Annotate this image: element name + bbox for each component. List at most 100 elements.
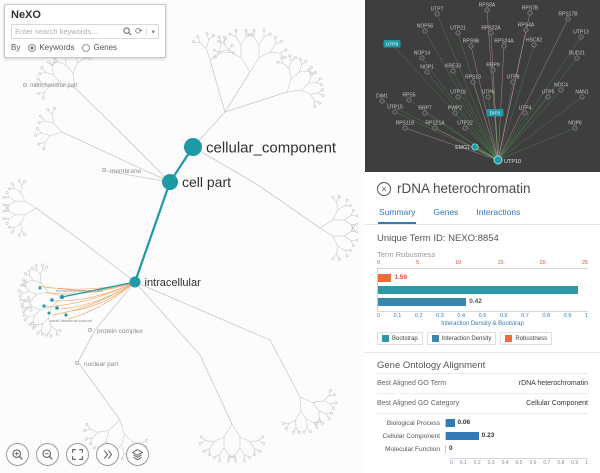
term-node-cellular-component[interactable] (184, 138, 202, 156)
gene-node-noc4[interactable] (558, 87, 564, 93)
tab-summary[interactable]: Summary (378, 203, 417, 224)
gene-node-hsc82[interactable] (531, 42, 537, 48)
gene-node-utp5[interactable] (545, 94, 551, 100)
term-node[interactable] (75, 360, 80, 365)
gene-node-rps22a[interactable] (488, 30, 494, 36)
gene-node-rps21a[interactable] (432, 125, 438, 131)
gene-node-utp7[interactable] (434, 11, 440, 17)
radio-genes[interactable]: Genes (82, 43, 117, 52)
tree-leaf (23, 233, 27, 237)
selected-subtree-node[interactable] (64, 313, 68, 317)
legend-item-robustness[interactable]: Robustness (500, 332, 553, 345)
tree-leaf (355, 230, 359, 234)
gene-node-rps24a[interactable] (501, 43, 507, 49)
gene-node-rps11b[interactable] (402, 125, 408, 131)
expand-all-button[interactable] (96, 443, 119, 466)
selected-subtree-node[interactable] (59, 294, 65, 300)
gene-node-rps8a[interactable] (484, 7, 490, 13)
selected-subtree-node[interactable] (50, 298, 54, 302)
fit-view-button[interactable] (66, 443, 89, 466)
gene-node-utp10[interactable] (493, 155, 503, 165)
gene-node-kre33[interactable] (450, 68, 456, 74)
gene-node-utp18[interactable] (455, 94, 461, 100)
gene-node-rps9b[interactable] (468, 43, 474, 49)
tree-leaf (20, 302, 24, 306)
tree-leaf (291, 431, 295, 435)
gene-node-rps13[interactable] (470, 79, 476, 85)
gene-node-utp15[interactable] (392, 109, 398, 115)
search-icon[interactable] (123, 27, 132, 36)
tree-branch (72, 62, 78, 74)
selected-subtree-node[interactable] (47, 311, 51, 315)
gene-node-nan1[interactable] (579, 94, 585, 100)
gene-node-nop6[interactable] (572, 125, 578, 131)
tree-branch (14, 188, 21, 193)
tab-interactions[interactable]: Interactions (476, 207, 521, 217)
gene-node-rps5[interactable] (406, 97, 412, 103)
gene-node-utp13[interactable] (578, 34, 584, 40)
tree-branch (235, 36, 242, 46)
interaction-edge (424, 30, 499, 161)
term-label: membrane (110, 168, 141, 175)
layers-button[interactable] (126, 443, 149, 466)
tree-leaf (217, 35, 221, 39)
gene-node-utp21[interactable] (455, 30, 461, 36)
tree-branch (288, 61, 292, 69)
gene-node-rrp9[interactable] (490, 67, 496, 73)
gene-node-rps4a[interactable] (523, 27, 529, 33)
term-title: rDNA heterochromatin (397, 181, 531, 196)
axis-tick: 15 (497, 260, 504, 266)
radio-keywords[interactable]: Keywords (28, 43, 74, 52)
tree-leaf (276, 60, 280, 64)
gene-node-nop14[interactable] (419, 55, 425, 61)
legend-item-interaction-density[interactable]: Interaction Density (426, 332, 497, 345)
tree-leaf (18, 294, 22, 298)
tree-branch (295, 410, 301, 421)
gene-node-label: UTP22 (457, 121, 473, 127)
search-options-caret-icon[interactable]: ▾ (146, 27, 155, 36)
alignment-label: Best Aligned GO Category (377, 400, 460, 407)
gene-node-nop56[interactable] (422, 28, 428, 34)
selected-subtree-node[interactable] (55, 306, 59, 310)
gene-node-nop1[interactable] (424, 69, 430, 75)
gene-node-dip2[interactable] (486, 109, 504, 117)
selected-subtree-node[interactable] (42, 304, 46, 308)
tree-leaf (334, 401, 338, 405)
gene-node-bud21[interactable] (574, 55, 580, 61)
axis-tick: 0.4 (457, 312, 466, 319)
gene-node-rps17b[interactable] (565, 16, 571, 22)
term-node[interactable] (102, 168, 107, 173)
gene-node-utp4[interactable] (522, 110, 528, 116)
gene-node-label: RPS8A (479, 3, 496, 9)
tree-leaf (288, 54, 292, 58)
gene-node-utp6[interactable] (485, 94, 491, 100)
tab-genes[interactable]: Genes (433, 207, 459, 217)
search-input[interactable] (15, 27, 120, 36)
tree-leaf (36, 92, 40, 95)
zoom-out-button[interactable] (36, 443, 59, 466)
selected-subtree-node[interactable] (38, 286, 42, 290)
gene-node-utp22[interactable] (462, 125, 468, 131)
gene-node-rrp7[interactable] (422, 110, 428, 116)
term-node[interactable] (22, 83, 27, 88)
gene-node-pwp2[interactable] (452, 110, 458, 116)
zoom-in-button[interactable] (6, 443, 29, 466)
interaction-edge (472, 81, 499, 161)
tree-leaf (5, 208, 9, 212)
detail-header: × rDNA heterochromatin (377, 172, 588, 198)
interaction-edge (470, 45, 499, 161)
gene-node-utp9[interactable] (383, 40, 401, 48)
term-node-cell-part[interactable] (162, 174, 178, 190)
gene-node-label: RPS11B (396, 121, 415, 127)
close-detail-button[interactable]: × (377, 181, 391, 196)
gene-node-rps7b[interactable] (527, 10, 533, 16)
term-node[interactable] (88, 327, 93, 332)
gene-node-dim1[interactable] (379, 98, 385, 104)
gene-node-emg1[interactable] (471, 143, 479, 151)
gene-node-utp8[interactable] (510, 79, 516, 85)
refresh-icon[interactable]: ⟳ (134, 26, 143, 36)
legend-item-bootstrap[interactable]: Bootstrap (377, 332, 423, 345)
term-node-intracellular[interactable] (129, 276, 141, 288)
